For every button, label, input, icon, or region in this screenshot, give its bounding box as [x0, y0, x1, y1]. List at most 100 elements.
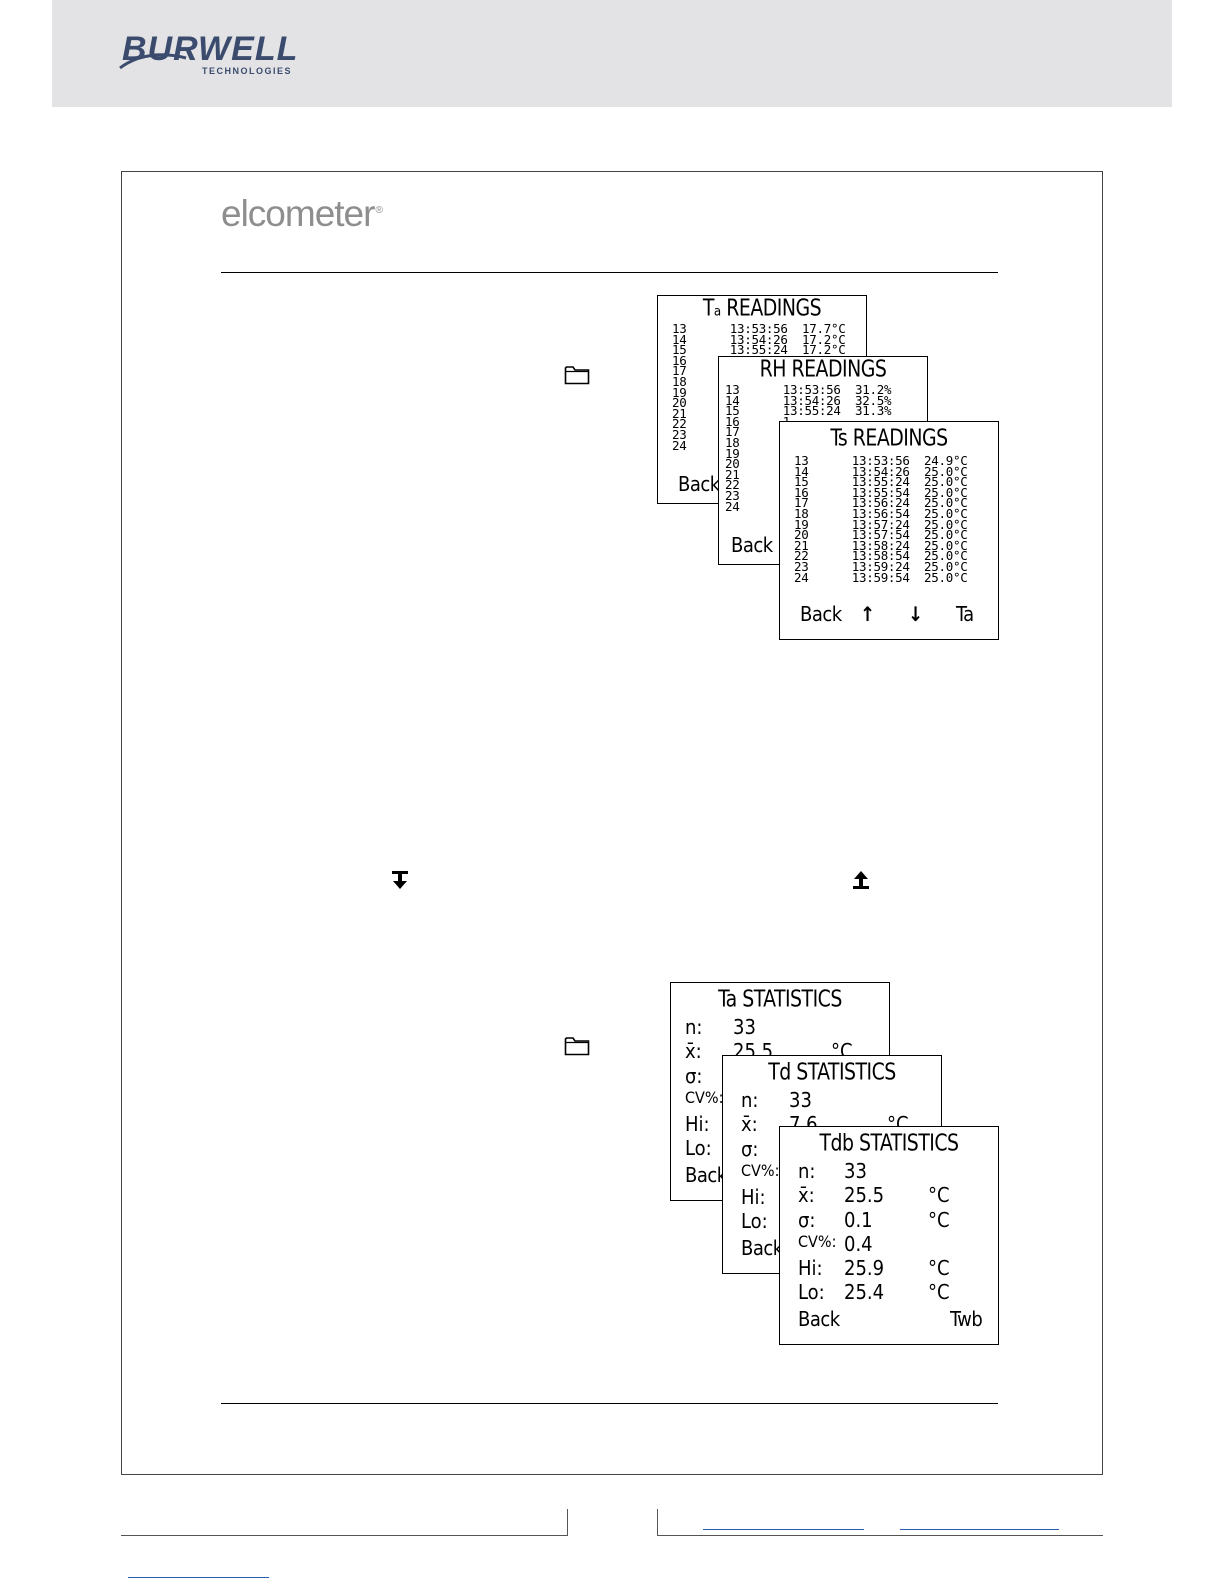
- list-item: 15 13:55:24 31.3%: [725, 403, 892, 419]
- stat-row: CV%:: [741, 1161, 941, 1185]
- stat-value: 0.1: [844, 1207, 873, 1232]
- stat-unit: °C: [928, 1207, 950, 1232]
- down-softkey[interactable]: ↓: [908, 602, 923, 626]
- ta-softkey[interactable]: Ta: [956, 602, 974, 626]
- stat-row: n: 33: [741, 1088, 941, 1112]
- stat-label: x̄:: [741, 1112, 758, 1137]
- stat-label: Lo:: [741, 1209, 768, 1234]
- stat-row: CV%: 0.4: [798, 1232, 998, 1256]
- stat-value: 25.9: [844, 1256, 885, 1281]
- lcd-title: Td STATISTICS: [768, 1058, 896, 1086]
- list-item: 15 13:55:24 17.2°C: [672, 342, 846, 358]
- page-frame: [121, 171, 1103, 1475]
- stat-value: 33: [789, 1088, 812, 1112]
- stat-label: n:: [798, 1159, 816, 1183]
- list-item: 20: [672, 395, 687, 411]
- stat-row: σ:: [685, 1064, 885, 1088]
- stat-row: CV%:: [685, 1088, 885, 1112]
- stat-label: x̄:: [798, 1183, 815, 1208]
- burwell-brand-sub: TECHNOLOGIES: [202, 66, 293, 76]
- stat-row: Hi: 25.9 °C: [798, 1256, 998, 1280]
- stat-label: Hi:: [741, 1185, 766, 1210]
- stat-unit: °C: [928, 1183, 950, 1208]
- stat-value: 33: [844, 1159, 867, 1183]
- list-item: 18 13:56:54 25.0°C: [794, 505, 968, 521]
- stat-row: x̄: 25.5 °C: [798, 1183, 998, 1207]
- stat-label: n:: [741, 1088, 759, 1112]
- stat-unit: °C: [928, 1280, 950, 1305]
- twb-softkey[interactable]: Twb: [950, 1307, 983, 1331]
- stat-unit: °C: [928, 1256, 950, 1281]
- readings-list: 13 13:53:56 24.9°C 14 13:54:26 25.0°C 15…: [794, 453, 968, 585]
- list-item: 16: [672, 352, 687, 368]
- stat-row: Hi:: [685, 1112, 885, 1136]
- list-item: 17: [672, 363, 687, 379]
- stat-row: n: 33: [798, 1159, 998, 1183]
- footer-link-3[interactable]: [128, 1577, 269, 1578]
- list-item: 13 13:53:56 24.9°C: [794, 453, 968, 468]
- stat-label: Lo:: [798, 1280, 825, 1305]
- list-item: 22: [672, 416, 687, 432]
- burwell-brand: BURWELL: [122, 30, 299, 68]
- up-softkey[interactable]: ↑: [860, 602, 875, 626]
- list-item: 19: [672, 384, 687, 400]
- list-item: 15 13:55:24 25.0°C: [794, 474, 968, 490]
- stat-label: Hi:: [685, 1112, 710, 1137]
- list-item: 16 13:55:54 25.0°C: [794, 484, 968, 500]
- lcd-title: Tdb STATISTICS: [819, 1129, 959, 1157]
- top-rule: [221, 272, 998, 273]
- stat-value: 0.4: [844, 1231, 873, 1256]
- header-band: [52, 0, 1172, 107]
- footer-divider-left: [567, 1509, 568, 1536]
- elcometer-logo: elcometer®: [221, 193, 383, 235]
- stat-label: σ:: [685, 1063, 703, 1088]
- down-arrow-bar-icon: [392, 871, 408, 889]
- back-softkey[interactable]: Back: [798, 1307, 840, 1331]
- stat-row: Lo:: [685, 1136, 885, 1160]
- list-item: 19 13:57:24 25.0°C: [794, 516, 968, 532]
- folder-icon: [564, 1037, 590, 1056]
- stat-label: CV%:: [798, 1231, 837, 1251]
- lcd-title: RH READINGS: [759, 356, 887, 383]
- stat-label: Hi:: [798, 1256, 823, 1281]
- lcd-title: Ta STATISTICS: [718, 985, 842, 1013]
- stat-label: x̄:: [685, 1039, 702, 1064]
- list-item: 24 13:59:54 25.0°C: [794, 569, 968, 585]
- lcd-readings-ts: Ts READINGS 13 13:53:56 24.9°C 14 13:54:…: [779, 421, 999, 640]
- back-softkey[interactable]: Back: [800, 602, 842, 626]
- stat-row: Lo:: [741, 1209, 941, 1233]
- back-softkey[interactable]: Back: [741, 1236, 783, 1260]
- list-item: 14 13:54:26 25.0°C: [794, 463, 968, 479]
- elcometer-logo-mark: ®: [375, 204, 382, 216]
- stat-label: σ:: [798, 1207, 816, 1232]
- back-softkey[interactable]: Back: [731, 533, 773, 557]
- list-item: 17 13:56:24 25.0°C: [794, 495, 968, 511]
- footer-line-left: [121, 1535, 568, 1536]
- list-item: 23 13:59:24 25.0°C: [794, 558, 968, 574]
- readings-list: 13 13:53:56 17.7°C 14 13:54:26 17.2°C 15…: [672, 321, 846, 453]
- bottom-rule: [221, 1403, 998, 1404]
- footer-link-2[interactable]: [900, 1529, 1059, 1530]
- list-item: 18: [672, 373, 687, 389]
- list-item: 14 13:54:26 17.2°C: [672, 331, 846, 347]
- stat-value: 25.5: [844, 1183, 885, 1208]
- stat-row: n:33: [685, 1015, 885, 1039]
- up-arrow-bar-icon: [853, 871, 869, 889]
- list-item: 20 13:57:54 25.0°C: [794, 527, 968, 543]
- lcd-title: Ts READINGS: [830, 424, 948, 452]
- statistics-list: n: 33 x̄: 25.5 °C σ: 0.1 °C CV%: 0.4 Hi: 25.9 °C…: [798, 1159, 998, 1305]
- footer-link-1[interactable]: [703, 1529, 864, 1530]
- burwell-swoosh-icon: [119, 53, 187, 70]
- list-item: 23: [672, 426, 687, 442]
- back-softkey[interactable]: Back: [678, 472, 720, 496]
- elcometer-logo-text: elcometer: [221, 193, 375, 234]
- stat-row: σ:: [741, 1137, 941, 1161]
- list-item: 24: [672, 437, 687, 453]
- list-item: 13 13:53:56 17.7°C: [672, 321, 846, 336]
- stat-label: CV%:: [685, 1087, 724, 1107]
- back-softkey[interactable]: Back: [685, 1163, 727, 1187]
- lcd-statistics-tdb: Tdb STATISTICS n: 33 x̄: 25.5 °C σ: 0.1 °C CV…: [779, 1126, 999, 1345]
- stat-value: 25.4: [844, 1280, 885, 1305]
- list-item: 21 13:58:24 25.0°C: [794, 537, 968, 553]
- list-item: 14 13:54:26 32.5%: [725, 392, 892, 408]
